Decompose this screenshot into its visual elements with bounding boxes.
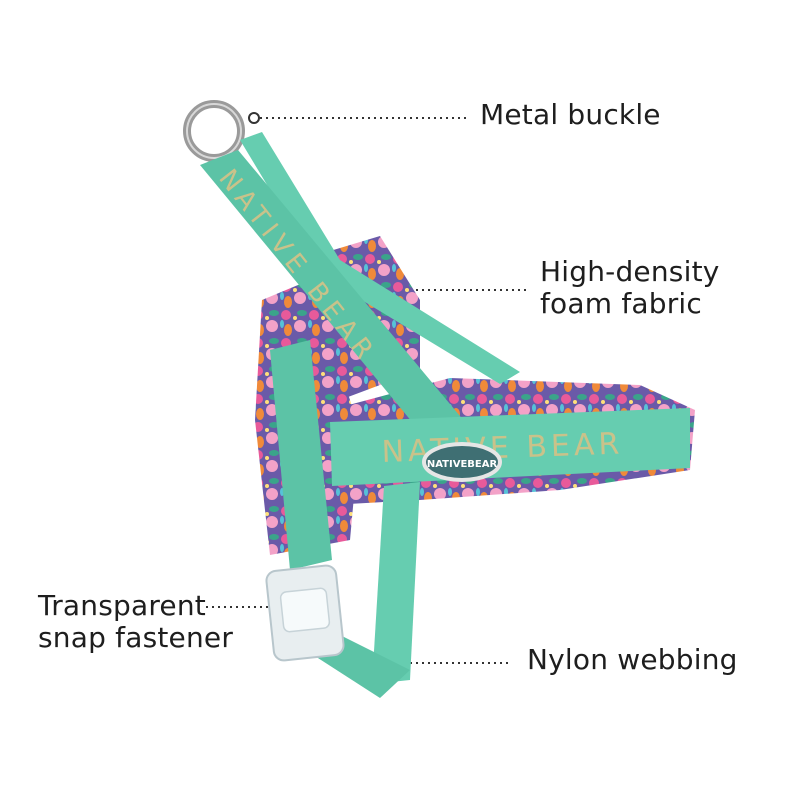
callout-nylon-webbing: Nylon webbing: [527, 644, 738, 676]
callout-text: Metal buckle: [480, 98, 661, 131]
webbing-strap-lower: [372, 482, 420, 684]
webbing-strap-back: [240, 132, 520, 384]
callout-text: Transparent: [38, 589, 206, 622]
callout-foam-fabric: High-density foam fabric: [540, 256, 720, 320]
callout-text: snap fastener: [38, 621, 234, 654]
webbing-strap-diagonal: [200, 150, 480, 468]
strap-text-body: NATIVE BEAR: [381, 427, 624, 470]
callout-text: foam fabric: [540, 287, 702, 320]
dot-metal-buckle: [248, 112, 260, 124]
webbing-strap-body: [330, 408, 690, 486]
callout-metal-buckle: Metal buckle: [480, 99, 661, 131]
snap-fastener-insert: [279, 587, 331, 633]
callout-snap-fastener: Transparent snap fastener: [38, 590, 233, 654]
webbing-strap-chest: [270, 340, 332, 570]
brand-badge: [422, 442, 502, 482]
brand-badge-text: NATIVEBEAR: [427, 459, 498, 470]
metal-ring-highlight: [186, 103, 242, 159]
callout-text: Nylon webbing: [527, 643, 738, 676]
callout-text: High-density: [540, 255, 720, 288]
